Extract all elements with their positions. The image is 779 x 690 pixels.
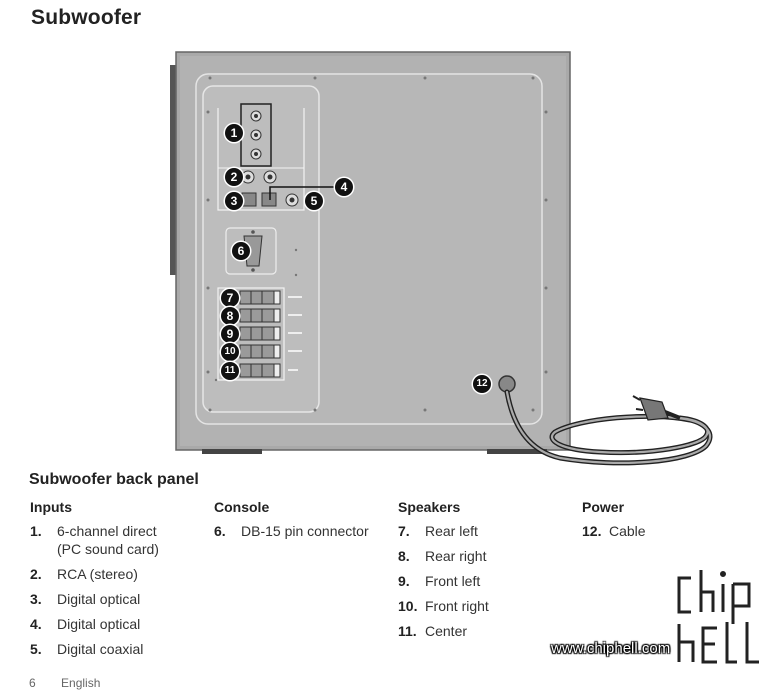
list-item: 8. Rear right bbox=[398, 547, 573, 565]
item-text: Rear left bbox=[425, 523, 478, 539]
item-text: Front left bbox=[425, 573, 481, 589]
item-text: Center bbox=[425, 623, 468, 639]
item-number: 1. bbox=[30, 523, 42, 539]
item-text: Rear right bbox=[425, 548, 487, 564]
power-column: Power 12. Cable bbox=[582, 499, 752, 547]
list-item: 1. 6-channel direct(PC sound card) bbox=[30, 522, 205, 558]
speakers-column: Speakers 7. Rear left 8. Rear right 9. F… bbox=[398, 499, 573, 647]
leader-4 bbox=[269, 186, 337, 200]
console-heading: Console bbox=[214, 499, 270, 515]
list-item: 12. Cable bbox=[582, 522, 752, 540]
rca-jacks bbox=[241, 170, 277, 184]
callout-8: 8 bbox=[221, 307, 239, 325]
list-item: 3. Digital optical bbox=[30, 590, 205, 608]
item-number: 10. bbox=[398, 598, 418, 614]
input-frame bbox=[217, 108, 305, 211]
speaker-terminals bbox=[217, 287, 302, 381]
page-footer: 6 English bbox=[29, 676, 122, 690]
side-strip bbox=[170, 65, 178, 275]
subwoofer-back-panel-illustration: 1 2 3 4 5 6 7 8 9 10 11 12 bbox=[170, 51, 713, 466]
page-title: Subwoofer bbox=[31, 6, 142, 29]
callout-1: 1 bbox=[225, 124, 243, 142]
item-number: 3. bbox=[30, 591, 42, 607]
list-item: 4. Digital optical bbox=[30, 615, 205, 633]
list-item: 6. DB-15 pin connector bbox=[214, 522, 394, 540]
callout-4: 4 bbox=[335, 178, 353, 196]
callout-11: 11 bbox=[221, 362, 239, 380]
item-text: Cable bbox=[609, 523, 646, 539]
item-number: 2. bbox=[30, 566, 42, 582]
item-text: Digital optical bbox=[57, 616, 141, 632]
chiphell-logo-image bbox=[674, 569, 759, 667]
list-item: 5. Digital coaxial bbox=[30, 640, 205, 658]
watermark-url: www.chiphell.com bbox=[551, 640, 671, 657]
page-number: 6 bbox=[29, 676, 36, 690]
item-text: DB-15 pin connector bbox=[241, 523, 369, 539]
inputs-column: Inputs 1. 6-channel direct(PC sound card… bbox=[30, 499, 205, 665]
callout-2: 2 bbox=[225, 168, 243, 186]
item-number: 7. bbox=[398, 523, 410, 539]
item-text: RCA (stereo) bbox=[57, 566, 138, 582]
callout-6: 6 bbox=[232, 242, 250, 260]
item-text: 6-channel direct(PC sound card) bbox=[57, 523, 159, 557]
item-number: 12. bbox=[582, 523, 602, 539]
item-number: 11. bbox=[398, 623, 417, 639]
callout-9: 9 bbox=[221, 325, 239, 343]
list-item: 7. Rear left bbox=[398, 522, 573, 540]
item-number: 5. bbox=[30, 641, 42, 657]
callout-5: 5 bbox=[305, 192, 323, 210]
power-heading: Power bbox=[582, 499, 625, 515]
inputs-heading: Inputs bbox=[30, 499, 72, 515]
section-title: Subwoofer back panel bbox=[29, 471, 199, 488]
callout-12: 12 bbox=[473, 375, 491, 393]
list-item: 11. Center bbox=[398, 622, 573, 640]
callout-3: 3 bbox=[225, 192, 243, 210]
console-column: Console 6. DB-15 pin connector bbox=[214, 499, 394, 547]
list-item: 10. Front right bbox=[398, 597, 573, 615]
list-item: 9. Front left bbox=[398, 572, 573, 590]
item-number: 4. bbox=[30, 616, 42, 632]
watermark-logo bbox=[673, 566, 767, 673]
power-cable bbox=[498, 375, 713, 466]
item-number: 9. bbox=[398, 573, 410, 589]
callout-7: 7 bbox=[221, 289, 239, 307]
db15-connector bbox=[225, 227, 277, 275]
foot-left bbox=[202, 449, 262, 454]
item-text: Digital coaxial bbox=[57, 641, 144, 657]
callout-10: 10 bbox=[221, 343, 239, 361]
list-item: 2. RCA (stereo) bbox=[30, 565, 205, 583]
item-number: 6. bbox=[214, 523, 226, 539]
footer-language: English bbox=[61, 676, 101, 690]
subwoofer-drawing bbox=[170, 51, 713, 466]
screws bbox=[206, 76, 548, 412]
item-text: Digital optical bbox=[57, 591, 141, 607]
item-text: Front right bbox=[425, 598, 489, 614]
foot-right bbox=[487, 449, 547, 454]
item-number: 8. bbox=[398, 548, 410, 564]
digital-jacks bbox=[241, 192, 299, 207]
speakers-heading: Speakers bbox=[398, 499, 461, 515]
